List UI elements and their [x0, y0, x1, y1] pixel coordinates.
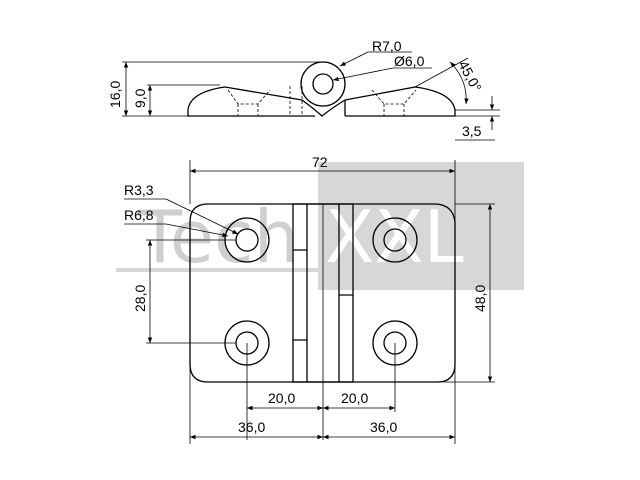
side-right-leaf — [344, 86, 456, 117]
hole-top-right — [383, 228, 407, 252]
dim-half-width-right: 36,0 — [370, 419, 397, 435]
dim-hole-offset-right: 20,0 — [341, 390, 368, 406]
hole-top-right-countersink — [372, 217, 418, 263]
dim-pin-diameter: Ø6,0 — [394, 53, 425, 69]
side-countersink-left — [227, 89, 271, 105]
side-knuckle-join — [301, 99, 346, 117]
dim-hole-radius: R6,8 — [124, 207, 154, 223]
watermark-underline — [116, 268, 318, 272]
dim-knuckle-radius: R7,0 — [372, 38, 402, 54]
leader-hole-radius — [165, 223, 229, 238]
front-view: 72 R3,3 R6,8 28,0 48,0 20,0 20,0 36,0 36… — [124, 154, 495, 444]
watermark-text-xxl: XXL — [325, 195, 464, 279]
side-view: 16,0 9,0 R7,0 Ø6,0 45,0° 3,5 — [107, 38, 500, 141]
side-pin-hole — [312, 73, 334, 95]
dim-leaf-thickness: 3,5 — [462, 123, 482, 139]
side-countersink-right — [371, 89, 417, 105]
leader-knuckle-radius — [339, 51, 369, 67]
dim-arc-chamfer — [449, 61, 469, 105]
dim-height: 48,0 — [472, 285, 488, 312]
dim-half-width-left: 36,0 — [238, 419, 265, 435]
dim-hole-pitch: 28,0 — [132, 285, 148, 312]
leader-outer-radius — [165, 198, 239, 235]
dim-chamfer-angle: 45,0° — [455, 58, 485, 95]
watermark-text-tech: Tech — [137, 195, 299, 279]
dim-outer-radius: R3,3 — [124, 182, 154, 198]
leader-pin-diameter — [332, 67, 394, 82]
side-left-leaf — [187, 86, 315, 117]
dim-hole-offset-left: 20,0 — [268, 390, 295, 406]
dim-leaf-height: 9,0 — [132, 88, 148, 108]
dim-total-width: 72 — [312, 154, 328, 170]
front-knuckle-segments — [293, 249, 353, 341]
dim-overall-height: 16,0 — [107, 81, 123, 108]
side-knuckle — [300, 61, 346, 107]
